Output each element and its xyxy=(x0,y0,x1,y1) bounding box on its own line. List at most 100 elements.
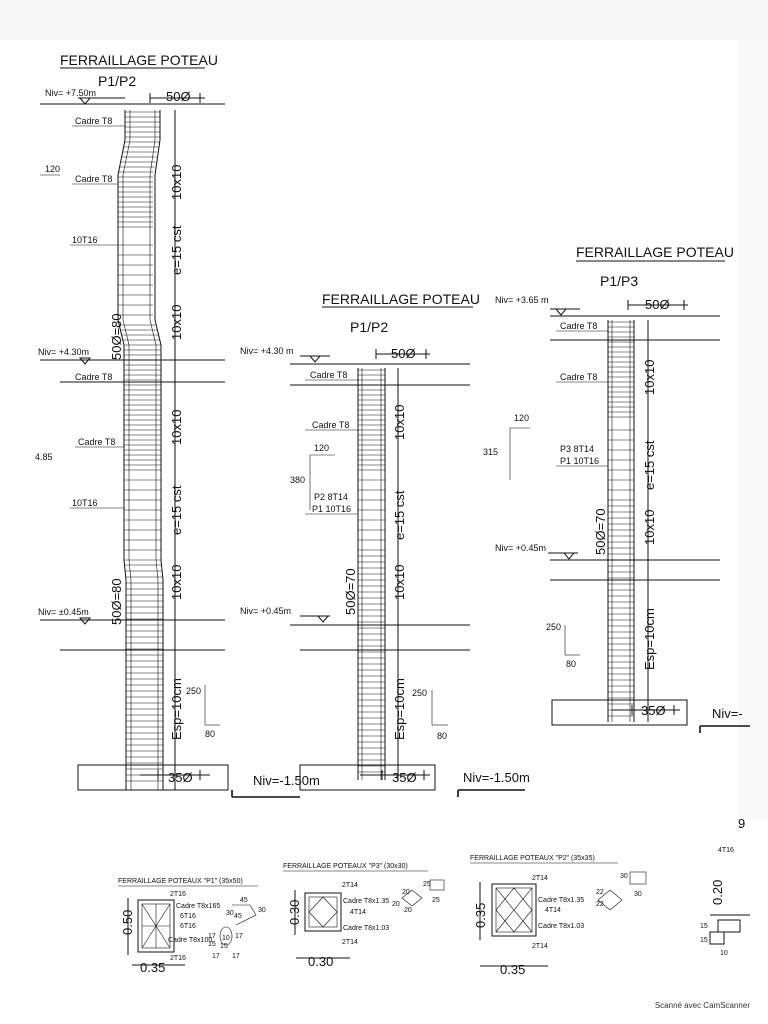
partial-d3: 10 xyxy=(720,950,728,957)
c3-num-80: 80 xyxy=(566,659,576,669)
c2-label-bars-p2: P2 8T14 xyxy=(314,492,348,502)
column-3-subtitle: P1/P3 xyxy=(600,273,638,289)
p1-hook-6: 17 xyxy=(235,933,243,940)
p3-hook-4: 20 xyxy=(404,907,412,914)
p3-height: 0.30 xyxy=(287,900,302,925)
num-485: 4.85 xyxy=(35,452,53,462)
p1-hook-3: 30 xyxy=(258,907,266,914)
c2-level-base: Niv=-1.50m xyxy=(463,770,530,785)
c2-esp: Esp=10cm xyxy=(392,678,407,740)
p1-hook-8: 15 xyxy=(220,943,228,950)
c2-level-top: Niv= +4.30 m xyxy=(240,346,294,356)
c3-spacing-2: e=15 cst xyxy=(642,440,657,490)
spacing-2: e=15 cst xyxy=(169,225,184,275)
label-cadre-2: Cadre T8 xyxy=(75,174,112,184)
p2-height: 0.35 xyxy=(473,903,488,928)
spacing-1: 10x10 xyxy=(169,165,184,200)
lap-1: 50Ø=80 xyxy=(109,313,124,360)
p1-hook-7: 15 xyxy=(208,941,216,948)
section-p3-title: FERRAILLAGE POTEAUX "P3" (30x30) xyxy=(283,863,408,870)
column-1-stirrups xyxy=(118,111,163,782)
p1-bars-b: 6T16 xyxy=(180,923,196,930)
c3-spacing-3: 10x10 xyxy=(642,510,657,545)
c3-level-base: Niv=- xyxy=(712,706,743,721)
spacing-5: e=15 cst xyxy=(169,485,184,535)
c3-level-top: Niv= +3.65 m xyxy=(495,295,549,305)
column-3-title: FERRAILLAGE POTEAU xyxy=(576,244,734,260)
section-p2: FERRAILLAGE POTEAUX "P2" (35x35) 2T14 Ca… xyxy=(470,855,647,977)
c3-label-bars-p1: P1 10T16 xyxy=(560,456,599,466)
column-1-title: FERRAILLAGE POTEAU xyxy=(60,52,218,68)
scanner-watermark: Scanné avec CamScanner xyxy=(654,1001,750,1010)
c3-lap: 50Ø=70 xyxy=(593,508,608,555)
c3-label-cadre-top: Cadre T8 xyxy=(560,321,597,331)
p2-bottom-bars: 2T14 xyxy=(532,943,548,950)
c2-spacing-2: e=15 cst xyxy=(392,490,407,540)
dim-top-width: 50Ø xyxy=(166,89,191,104)
lap-2: 50Ø=80 xyxy=(109,578,124,625)
p3-bars-a: 4T14 xyxy=(350,909,366,916)
column-2-subtitle: P1/P2 xyxy=(350,319,388,335)
p3-width: 0.30 xyxy=(308,954,333,969)
p1-width: 0.35 xyxy=(140,960,165,975)
p1-hook-10: 17 xyxy=(232,953,240,960)
p3-bottom-bars: 2T14 xyxy=(342,939,358,946)
num-250: 250 xyxy=(186,686,201,696)
partial-height: 0.20 xyxy=(710,880,725,905)
esp-label: Esp=10cm xyxy=(169,678,184,740)
label-bars-1: 10T16 xyxy=(72,235,98,245)
column-3-stirrups xyxy=(608,321,634,717)
section-p3: FERRAILLAGE POTEAUX "P3" (30x30) 2T14 Ca… xyxy=(283,863,445,969)
p1-hook-2: 30 xyxy=(226,910,234,917)
p1-height: 0.50 xyxy=(120,910,135,935)
c2-spacing-1: 10x10 xyxy=(392,405,407,440)
p1-cadre-b: Cadre T8x100 xyxy=(168,937,212,944)
partial-d2: 15 xyxy=(700,937,708,944)
level-base: Niv=-1.50m xyxy=(253,773,320,788)
c2-label-bars-p1: P1 10T16 xyxy=(312,504,351,514)
label-cadre-mid: Cadre T8 xyxy=(75,372,112,382)
label-bars-2: 10T16 xyxy=(72,498,98,508)
c2-label-cadre-top: Cadre T8 xyxy=(310,370,347,380)
c3-label-cadre-2: Cadre T8 xyxy=(560,372,597,382)
section-p1: FERRAILLAGE POTEAUX "P1" (35x50) 2T16 Ca… xyxy=(118,878,266,975)
p1-top-bars: 2T16 xyxy=(170,891,186,898)
c2-lap: 50Ø=70 xyxy=(343,568,358,615)
c3-dim-top: 50Ø xyxy=(645,297,670,312)
c2-num-120: 120 xyxy=(314,443,329,453)
p1-bars-a: 6T16 xyxy=(180,913,196,920)
dim-base: 35Ø xyxy=(168,770,193,785)
p1-hook-4: 17 xyxy=(208,933,216,940)
p3-hook-0: 25 xyxy=(423,881,431,888)
spacing-4: 10x10 xyxy=(169,410,184,445)
num-80: 80 xyxy=(205,729,215,739)
c2-label-cadre-2: Cadre T8 xyxy=(312,420,349,430)
spacing-3: 10x10 xyxy=(169,305,184,340)
column-2-elevation: FERRAILLAGE POTEAU P1/P2 Niv= +4.30 m 50… xyxy=(240,291,530,797)
c2-level-low: Niv= +0.45m xyxy=(240,606,291,616)
p3-hook-1: 25 xyxy=(432,897,440,904)
c2-num-380: 380 xyxy=(290,475,305,485)
p2-hook-0: 30 xyxy=(620,873,628,880)
section-p2-title: FERRAILLAGE POTEAUX "P2" (35x35) xyxy=(470,855,595,862)
c2-spacing-3: 10x10 xyxy=(392,565,407,600)
p2-hook-3: 22 xyxy=(596,901,604,908)
p2-hook-1: 30 xyxy=(634,891,642,898)
c3-level-low: Niv= +0.45m xyxy=(495,543,546,553)
section-p1-title: FERRAILLAGE POTEAUX "P1" (35x50) xyxy=(118,878,243,885)
partial-d1: 15 xyxy=(700,923,708,930)
column-2-title: FERRAILLAGE POTEAU xyxy=(322,291,480,307)
partial-mark: 9 xyxy=(738,816,745,831)
p2-top-bars: 2T14 xyxy=(532,875,548,882)
c3-num-250: 250 xyxy=(546,622,561,632)
p2-width: 0.35 xyxy=(500,962,525,977)
p1-hook-0: 45 xyxy=(240,897,248,904)
c2-num-250: 250 xyxy=(412,688,427,698)
c3-num-120: 120 xyxy=(514,413,529,423)
c3-esp: Esp=10cm xyxy=(642,608,657,670)
section-partial: 9 4T16 0.20 15 15 10 xyxy=(700,816,750,957)
p1-cadre-a: Cadre T8x165 xyxy=(176,903,220,910)
level-low: Niv= ±0.45m xyxy=(38,607,89,617)
c3-num-315: 315 xyxy=(483,447,498,457)
p1-hook-5: 10 xyxy=(222,935,230,942)
